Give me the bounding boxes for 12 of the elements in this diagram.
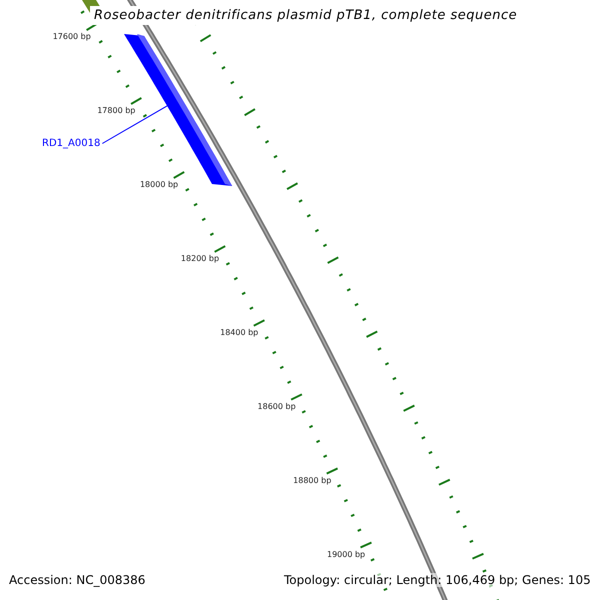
tick-label: 18400 bp (220, 328, 258, 337)
leader-line (102, 105, 168, 144)
topology-text: Topology: circular; Length: 106,469 bp; Genes: 105 (284, 573, 591, 587)
tick-label: 18600 bp (258, 402, 296, 411)
gene-label: RD1_A0018 (42, 138, 100, 149)
accession-text: Accession: NC_008386 (9, 573, 146, 587)
tick-label: 18800 bp (293, 476, 332, 485)
tick-label: 17800 bp (97, 106, 136, 115)
tick-label: 18000 bp (140, 180, 178, 189)
tick-label: 17600 bp (52, 32, 91, 41)
tick-label: 18200 bp (180, 254, 220, 263)
tick-label: 19000 bp (326, 550, 366, 559)
